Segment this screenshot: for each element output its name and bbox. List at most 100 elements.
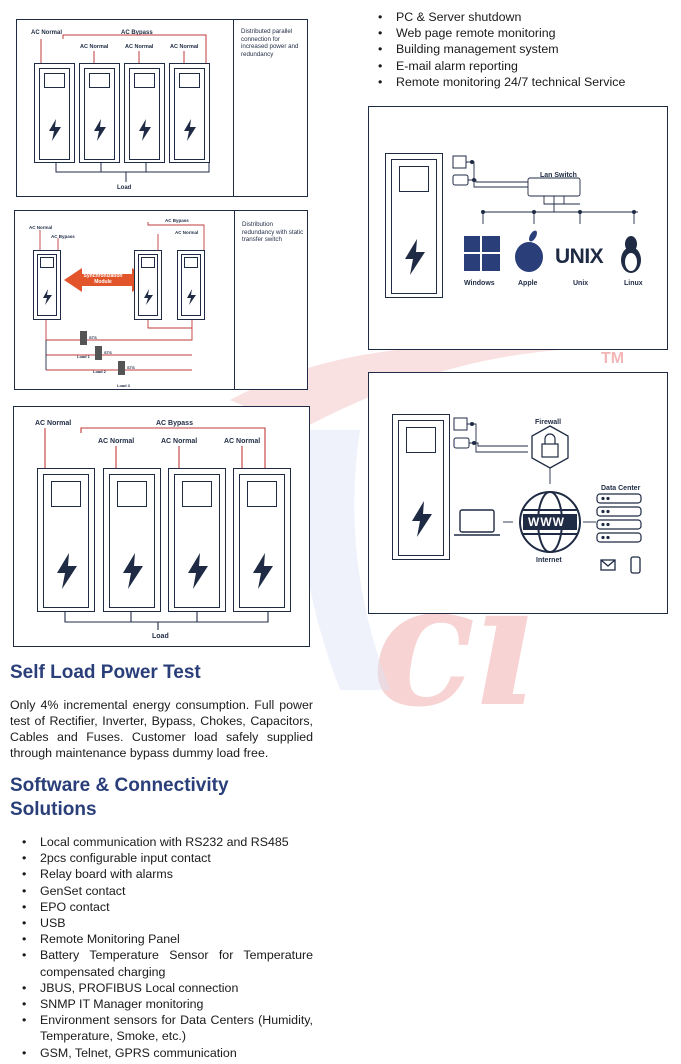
label-load: Load bbox=[152, 633, 169, 640]
ups-unit bbox=[233, 468, 291, 612]
software-title-line2: Solutions bbox=[10, 799, 97, 820]
ups-display bbox=[399, 166, 429, 192]
label-ac-normal: AC Normal bbox=[35, 420, 72, 427]
list-item: JBUS, PROFIBUS Local connection bbox=[10, 980, 313, 996]
list-item: SNMP IT Manager monitoring bbox=[10, 996, 313, 1012]
lightning-icon bbox=[94, 119, 106, 141]
apple-logo-icon bbox=[515, 230, 543, 272]
list-item: Web page remote monitoring bbox=[366, 25, 676, 41]
laptop-icon bbox=[454, 509, 500, 536]
serial-port-icon bbox=[452, 174, 469, 186]
ups-unit bbox=[37, 468, 95, 612]
list-item: GSM, Telnet, GPRS communication bbox=[10, 1045, 313, 1061]
label-unit-normal: AC Normal bbox=[224, 438, 261, 445]
lightning-icon bbox=[187, 289, 196, 305]
ups-unit bbox=[392, 414, 450, 560]
ups-display bbox=[44, 73, 65, 88]
label-load-3: Load 3 bbox=[117, 383, 130, 388]
windows-logo-icon bbox=[464, 236, 500, 271]
list-item: Environment sensors for Data Centers (Hu… bbox=[10, 1012, 313, 1044]
linux-tux-icon bbox=[621, 236, 641, 273]
lightning-icon bbox=[188, 553, 208, 589]
internet-label: Internet bbox=[536, 557, 562, 564]
lightning-icon bbox=[253, 553, 273, 589]
label-load-1: Load 1 bbox=[77, 354, 90, 359]
ups-display bbox=[117, 481, 147, 507]
ups-display bbox=[179, 73, 200, 88]
label-ac-normal: AC Normal bbox=[31, 30, 63, 36]
label-ac-bypass: AC Bypass bbox=[156, 420, 193, 427]
lightning-icon bbox=[43, 289, 52, 305]
ups-display bbox=[184, 257, 198, 268]
software-title: Software & Connectivity Solutions bbox=[10, 774, 229, 822]
ups-unit bbox=[33, 250, 61, 320]
ups-unit bbox=[134, 250, 162, 320]
label-ac-normal: AC Normal bbox=[29, 225, 53, 230]
watermark-tm: TM bbox=[601, 350, 625, 367]
ups-display bbox=[89, 73, 110, 88]
firewall-icon bbox=[531, 425, 569, 469]
lightning-icon bbox=[123, 553, 143, 589]
lan-network-graphic bbox=[452, 155, 641, 273]
ups-display bbox=[51, 481, 81, 507]
ups-unit bbox=[177, 250, 205, 320]
sync-module-arrow bbox=[64, 268, 150, 292]
label-sts: STS bbox=[104, 350, 112, 355]
ups-unit bbox=[124, 63, 165, 163]
list-item: 2pcs configurable input contact bbox=[10, 850, 313, 866]
list-item: Local communication with RS232 and RS485 bbox=[10, 834, 313, 850]
ups-display bbox=[406, 427, 436, 453]
www-label: WWW bbox=[528, 515, 565, 529]
os-label-linux: Linux bbox=[624, 280, 643, 287]
ups-display bbox=[141, 257, 155, 268]
features-list: PC & Server shutdown Web page remote mon… bbox=[366, 9, 676, 90]
label-load: Load bbox=[117, 185, 132, 191]
network-port-icon bbox=[453, 417, 468, 431]
ups-display bbox=[134, 73, 155, 88]
sts-cabinet bbox=[80, 331, 87, 345]
lightning-icon bbox=[57, 553, 77, 589]
lightning-icon bbox=[184, 119, 196, 141]
list-item: Remote Monitoring Panel bbox=[10, 931, 313, 947]
email-icon bbox=[600, 559, 616, 571]
software-title-line1: Software & Connectivity bbox=[10, 775, 229, 796]
list-item: PC & Server shutdown bbox=[366, 9, 676, 25]
list-item: Battery Temperature Sensor for Temperatu… bbox=[10, 947, 313, 979]
os-label-apple: Apple bbox=[518, 280, 538, 287]
self-load-body: Only 4% incremental energy consumption. … bbox=[10, 698, 313, 760]
list-item: USB bbox=[10, 915, 313, 931]
lightning-icon bbox=[144, 289, 153, 305]
label-sts: STS bbox=[127, 365, 135, 370]
label-ac-bypass: AC Bypass bbox=[165, 218, 189, 223]
os-label-windows: Windows bbox=[464, 280, 495, 287]
lightning-icon bbox=[412, 501, 432, 537]
unix-logo: UNIX bbox=[555, 245, 604, 268]
label-unit-normal: AC Normal bbox=[125, 44, 154, 50]
serial-port-icon bbox=[453, 437, 470, 449]
list-item: EPO contact bbox=[10, 899, 313, 915]
diagram-distributed-parallel: Distributed parallel connection for incr… bbox=[16, 19, 308, 197]
list-item: GenSet contact bbox=[10, 883, 313, 899]
diagram-description: Distributed parallel connection for incr… bbox=[241, 28, 299, 58]
mobile-phone-icon bbox=[630, 556, 641, 574]
lightning-icon bbox=[405, 239, 425, 275]
label-unit-normal: AC Normal bbox=[170, 44, 199, 50]
lightning-icon bbox=[139, 119, 151, 141]
list-item: Remote monitoring 24/7 technical Service bbox=[366, 74, 676, 90]
label-sts: STS bbox=[89, 335, 97, 340]
ups-display bbox=[182, 481, 212, 507]
sts-cabinet bbox=[95, 346, 102, 360]
label-unit-normal: AC Normal bbox=[98, 438, 135, 445]
os-label-unix: Unix bbox=[573, 280, 589, 287]
data-center-label: Data Center bbox=[601, 485, 641, 492]
diagram3-wiring bbox=[44, 427, 269, 630]
label-ac-bypass: AC Bypass bbox=[51, 234, 75, 239]
lan-switch-label: Lan Switch bbox=[540, 172, 577, 179]
label-unit-normal: AC Normal bbox=[161, 438, 198, 445]
ups-display bbox=[247, 481, 277, 507]
sync-module-label: Synchronization Module bbox=[83, 273, 123, 285]
lan-switch-icon bbox=[527, 177, 581, 197]
list-item: Building management system bbox=[366, 41, 676, 57]
network-port-icon bbox=[452, 155, 467, 169]
